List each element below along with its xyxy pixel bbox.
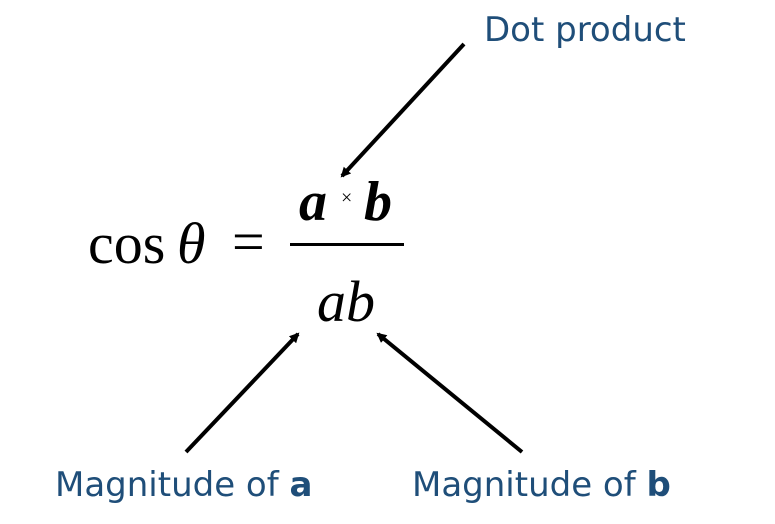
numerator-vector-a: a bbox=[299, 171, 327, 233]
denominator-ab: ab bbox=[317, 269, 375, 334]
fraction-bar bbox=[290, 243, 404, 246]
magnitude-b-label: Magnitude of b bbox=[412, 468, 671, 502]
dot-product-label: Dot product bbox=[484, 10, 686, 50]
numerator-operator: × bbox=[341, 187, 353, 209]
magnitude-a-arrow bbox=[184, 332, 300, 454]
magnitude-a-label-text: Magnitude of bbox=[55, 465, 290, 505]
equals-sign: = bbox=[232, 209, 265, 274]
magnitude-b-arrow bbox=[376, 332, 524, 454]
magnitude-b-label-text: Magnitude of bbox=[412, 465, 647, 505]
cos-function: cos bbox=[88, 211, 166, 276]
theta-symbol: θ bbox=[177, 211, 206, 276]
dot-product-arrow bbox=[340, 42, 466, 178]
numerator-vector-b: b bbox=[364, 171, 392, 233]
magnitude-a-variable: a bbox=[289, 465, 313, 505]
magnitude-b-variable: b bbox=[646, 465, 671, 505]
magnitude-a-label: Magnitude of a bbox=[55, 468, 312, 502]
